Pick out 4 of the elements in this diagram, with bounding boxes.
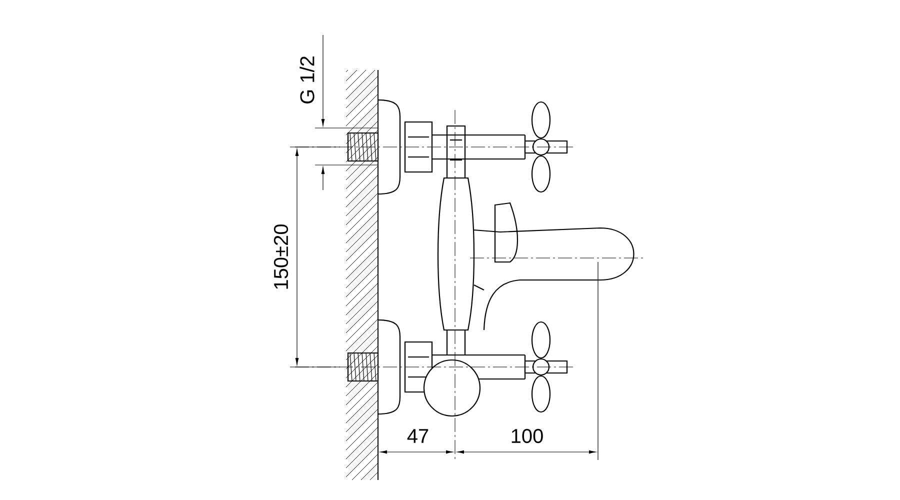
dimension-label: 150±20	[274, 224, 288, 289]
dimension-label: 47	[407, 429, 428, 443]
dimension-label: G 1/2	[300, 56, 314, 104]
dimension-label: 100	[512, 428, 543, 444]
